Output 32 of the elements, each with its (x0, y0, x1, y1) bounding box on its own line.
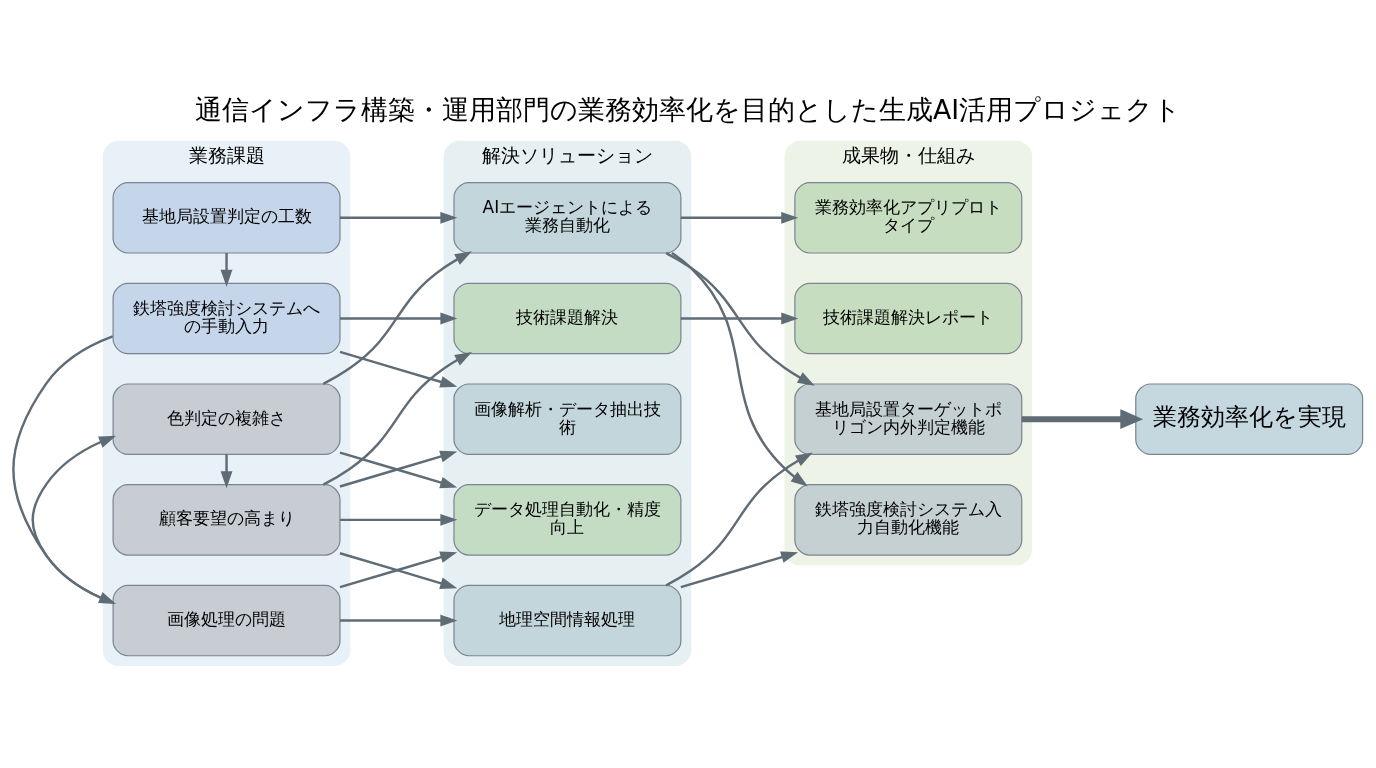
diagram-title: 通信インフラ構築・運用部門の業務効率化を目的とした生成AI活用プロジェクト (194, 94, 1182, 126)
node-box: データ処理自動化・精度向上 (453, 484, 682, 556)
arrow (322, 251, 472, 385)
arrow (680, 312, 799, 325)
arrow (671, 252, 808, 487)
arrow (1021, 409, 1144, 430)
node-box: 基地局設置判定の工数 (112, 182, 341, 254)
node-box: 顧客要望の高まり (112, 484, 341, 556)
node-box: 基地局設置ターゲットポリゴン内外判定機能 (794, 383, 1023, 455)
arrow (340, 211, 458, 224)
node-box: 技術課題解決レポート (794, 282, 1023, 355)
arrow (340, 312, 458, 325)
arrow (322, 351, 472, 486)
arrow (665, 252, 815, 386)
arrow (680, 211, 799, 224)
node-box: AIエージェントによる業務自動化 (453, 182, 682, 254)
arrow (665, 452, 813, 587)
arrow (339, 350, 458, 388)
node-box: 画像処理の問題 (112, 584, 341, 657)
node-box: 鉄塔強度検討システム入力自動化機能 (794, 484, 1023, 556)
node-box: 業務効率化アプリプロトタイプ (794, 182, 1023, 254)
node-box: 画像解析・データ抽出技術 (453, 383, 682, 455)
arrow (220, 454, 233, 489)
arrow (340, 614, 458, 627)
node-box: 鉄塔強度検討システムへの手動入力 (112, 282, 341, 355)
node-box: 技術課題解決 (453, 282, 682, 355)
arrow (220, 253, 233, 287)
arrow (340, 513, 458, 526)
node-box: 地理空間情報処理 (453, 584, 682, 657)
node-box: 色判定の複雑さ (112, 383, 341, 455)
node-box: 業務効率化を実現 (1135, 383, 1364, 455)
arrow (680, 551, 799, 589)
